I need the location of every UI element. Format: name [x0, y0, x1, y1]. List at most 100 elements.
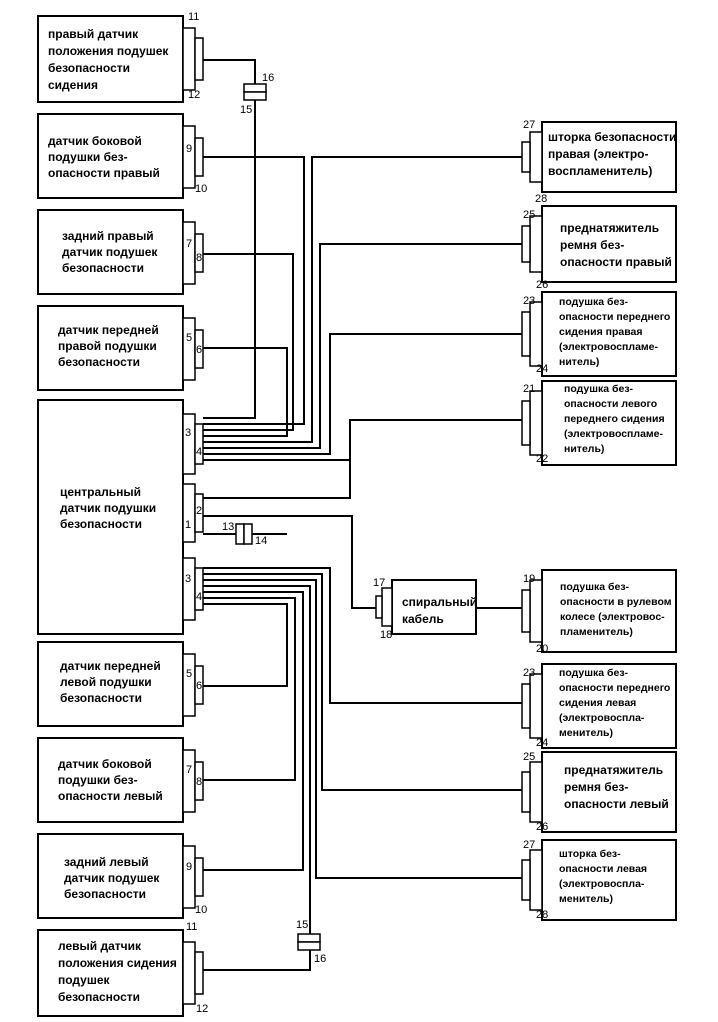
actuator-label: шторка без- — [559, 848, 621, 860]
central-label: центральный — [60, 485, 141, 499]
actuator-label: подушка без- — [560, 581, 630, 593]
connector — [297, 933, 321, 943]
sensor-label: положения подушек — [48, 44, 169, 58]
connector-plug — [194, 951, 204, 995]
connector-plug — [194, 567, 204, 611]
pin-number: 11 — [186, 921, 197, 933]
connector-plug — [375, 595, 383, 619]
pin-number: 26 — [536, 821, 548, 833]
actuator-label: опасности левый — [564, 797, 669, 811]
pin-number: 25 — [523, 751, 535, 763]
wire — [203, 253, 294, 431]
connector-plug — [182, 221, 196, 285]
pin-number: 1 — [185, 519, 191, 531]
sensor-label: датчик передней — [60, 659, 161, 673]
sensor-label: задний левый — [64, 855, 149, 869]
connector — [235, 523, 245, 545]
actuator-label: нитель) — [564, 443, 604, 455]
pin-number: 27 — [523, 839, 535, 851]
pin-number: 4 — [196, 591, 202, 603]
connector-plug — [529, 579, 543, 643]
actuator-label: сидения правая — [559, 326, 643, 338]
wire — [203, 100, 256, 419]
pin-number: 17 — [373, 577, 385, 589]
sensor-label: безопасности — [58, 990, 140, 1004]
pin-number: 3 — [185, 427, 191, 439]
pin-number: 19 — [523, 573, 535, 585]
pin-number: 5 — [186, 668, 192, 680]
pin-number: 22 — [536, 453, 548, 465]
connector-plug — [529, 761, 543, 823]
actuator-label: опасности левого — [564, 398, 657, 410]
sensor-label: безопасности — [48, 61, 130, 75]
pin-number: 24 — [536, 737, 548, 749]
actuator-label: менитель) — [559, 727, 613, 739]
sensor-label: левый датчик — [58, 939, 142, 953]
sensor-label: датчик боковой — [58, 757, 152, 771]
connector-plug — [381, 587, 393, 627]
actuator-label: переднего сидения — [564, 413, 665, 425]
sensor-label: датчик подушек — [64, 871, 160, 885]
sensor-label: подушки без- — [48, 150, 128, 164]
actuator-box — [541, 569, 677, 653]
actuator-label: преднатяжитель — [564, 763, 663, 777]
actuator-label: ремня без- — [564, 780, 628, 794]
actuator-label: (электровоспла- — [559, 712, 645, 724]
pin-number: 7 — [186, 238, 192, 250]
connector-plug — [194, 233, 204, 273]
connector-plug — [194, 329, 204, 369]
actuator-box — [541, 205, 677, 283]
connector-plug — [521, 683, 531, 729]
sensor-label: сидения — [48, 78, 98, 92]
actuator-label: сидения левая — [559, 697, 636, 709]
connector-plug — [529, 301, 543, 367]
sensor-label: датчик передней — [58, 323, 159, 337]
sensor-label: безопасности — [60, 691, 142, 705]
connector-plug — [194, 137, 204, 177]
actuator-label: (электровоспламе- — [559, 341, 659, 353]
connector-plug — [521, 771, 531, 813]
actuator-box — [541, 663, 677, 749]
wire — [203, 243, 522, 449]
pin-number: 10 — [195, 904, 207, 916]
sensor-label: датчик боковой — [48, 134, 142, 148]
wire — [203, 156, 522, 443]
pin-number: 9 — [186, 143, 192, 155]
sensor-label: положения сидения — [58, 956, 177, 970]
sensor-label: правый датчик — [48, 27, 139, 41]
actuator-label: ремня без- — [560, 238, 624, 252]
wire — [203, 419, 522, 461]
connector-plug — [194, 37, 204, 81]
pin-number: 5 — [186, 332, 192, 344]
actuator-label: опасности переднего — [559, 682, 670, 694]
connector-plug — [182, 317, 196, 381]
central-label: безопасности — [60, 517, 142, 531]
actuator-box — [541, 121, 677, 193]
actuator-label: нитель) — [559, 356, 599, 368]
connector-plug — [529, 673, 543, 739]
wire — [203, 585, 311, 934]
pin-number: 11 — [188, 11, 199, 23]
pin-number: 13 — [222, 521, 234, 533]
actuator-label: опасности переднего — [559, 311, 670, 323]
pin-number: 27 — [523, 119, 535, 131]
actuator-label: (электровоспламе- — [564, 428, 664, 440]
actuator-label: опасности правый — [560, 255, 672, 269]
actuator-label: колесе (электровос- — [560, 611, 665, 623]
pin-number: 16 — [262, 72, 274, 84]
connector-plug — [529, 849, 543, 911]
pin-number: 15 — [296, 919, 308, 931]
wire — [203, 567, 522, 704]
connector-plug — [521, 225, 531, 263]
connector-plug — [194, 665, 204, 705]
connector-plug — [194, 423, 204, 465]
